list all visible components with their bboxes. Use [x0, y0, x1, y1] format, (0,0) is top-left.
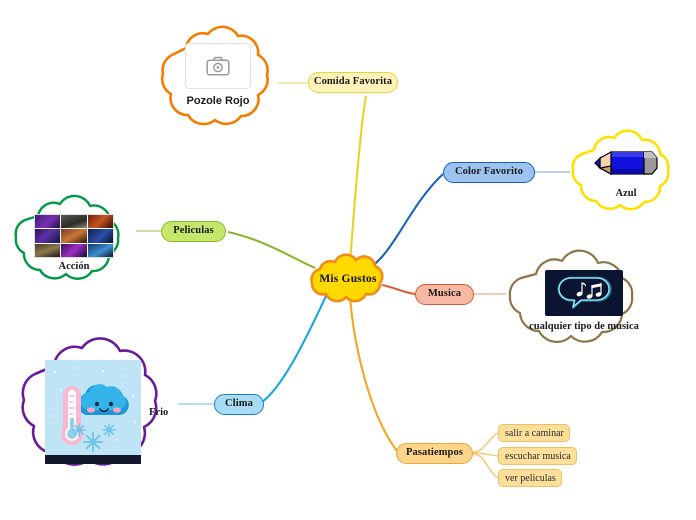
music-notes-speech-bubble-icon: [557, 276, 612, 309]
camera-icon: [206, 56, 230, 76]
frio-caption: Frio: [149, 406, 169, 418]
branch-pasatiempos[interactable]: Pasatiempos: [396, 443, 473, 464]
central-node-label: Mis Gustos: [319, 273, 377, 285]
edge-pasatiempos-leaf-1: [472, 452, 499, 457]
leaf-salir-a-caminar[interactable]: salir a caminar: [498, 424, 570, 442]
frio-weather-image: [45, 360, 141, 464]
pencil-icon: [594, 150, 658, 176]
musica-caption: cualquier tipo de musica: [529, 321, 639, 332]
central-cloud-shape: [310, 253, 384, 303]
node-cualquier-musica[interactable]: cualquier tipo de musica: [502, 244, 666, 354]
weather-illustration: [52, 367, 136, 452]
edge-pasatiempos-leaf-0: [472, 432, 499, 453]
leaf-escuchar-musica[interactable]: escuchar musica: [498, 447, 577, 465]
edge-central-pasatiempos: [348, 295, 399, 453]
weather-image-footer: [45, 455, 141, 464]
node-azul[interactable]: Azul: [568, 122, 684, 222]
node-pozole-rojo[interactable]: Pozole Rojo: [156, 12, 280, 138]
branch-musica[interactable]: Musica: [415, 284, 474, 305]
pozole-image-placeholder: [185, 43, 251, 89]
pozole-caption: Pozole Rojo: [186, 95, 250, 107]
central-node[interactable]: Mis Gustos: [298, 253, 398, 303]
accion-movie-collage: [34, 214, 114, 258]
node-frio[interactable]: Frio: [18, 322, 178, 484]
node-accion[interactable]: Acción: [10, 188, 138, 290]
branch-comida-favorita[interactable]: Comida Favorita: [308, 72, 398, 93]
edge-central-color: [370, 173, 444, 268]
azul-caption: Azul: [615, 188, 637, 199]
branch-peliculas[interactable]: Peliculas: [161, 221, 226, 242]
musica-neon-image: [545, 270, 623, 316]
edge-pasatiempos-leaf-2: [472, 453, 499, 479]
branch-clima[interactable]: Clima: [214, 394, 264, 415]
branch-color-favorito[interactable]: Color Favorito: [443, 162, 535, 183]
leaf-ver-peliculas[interactable]: ver peliculas: [498, 469, 562, 487]
edge-central-clima: [261, 293, 328, 403]
accion-caption: Acción: [58, 261, 90, 272]
azul-pencil-image: [594, 149, 658, 182]
edge-central-comida: [348, 95, 368, 264]
